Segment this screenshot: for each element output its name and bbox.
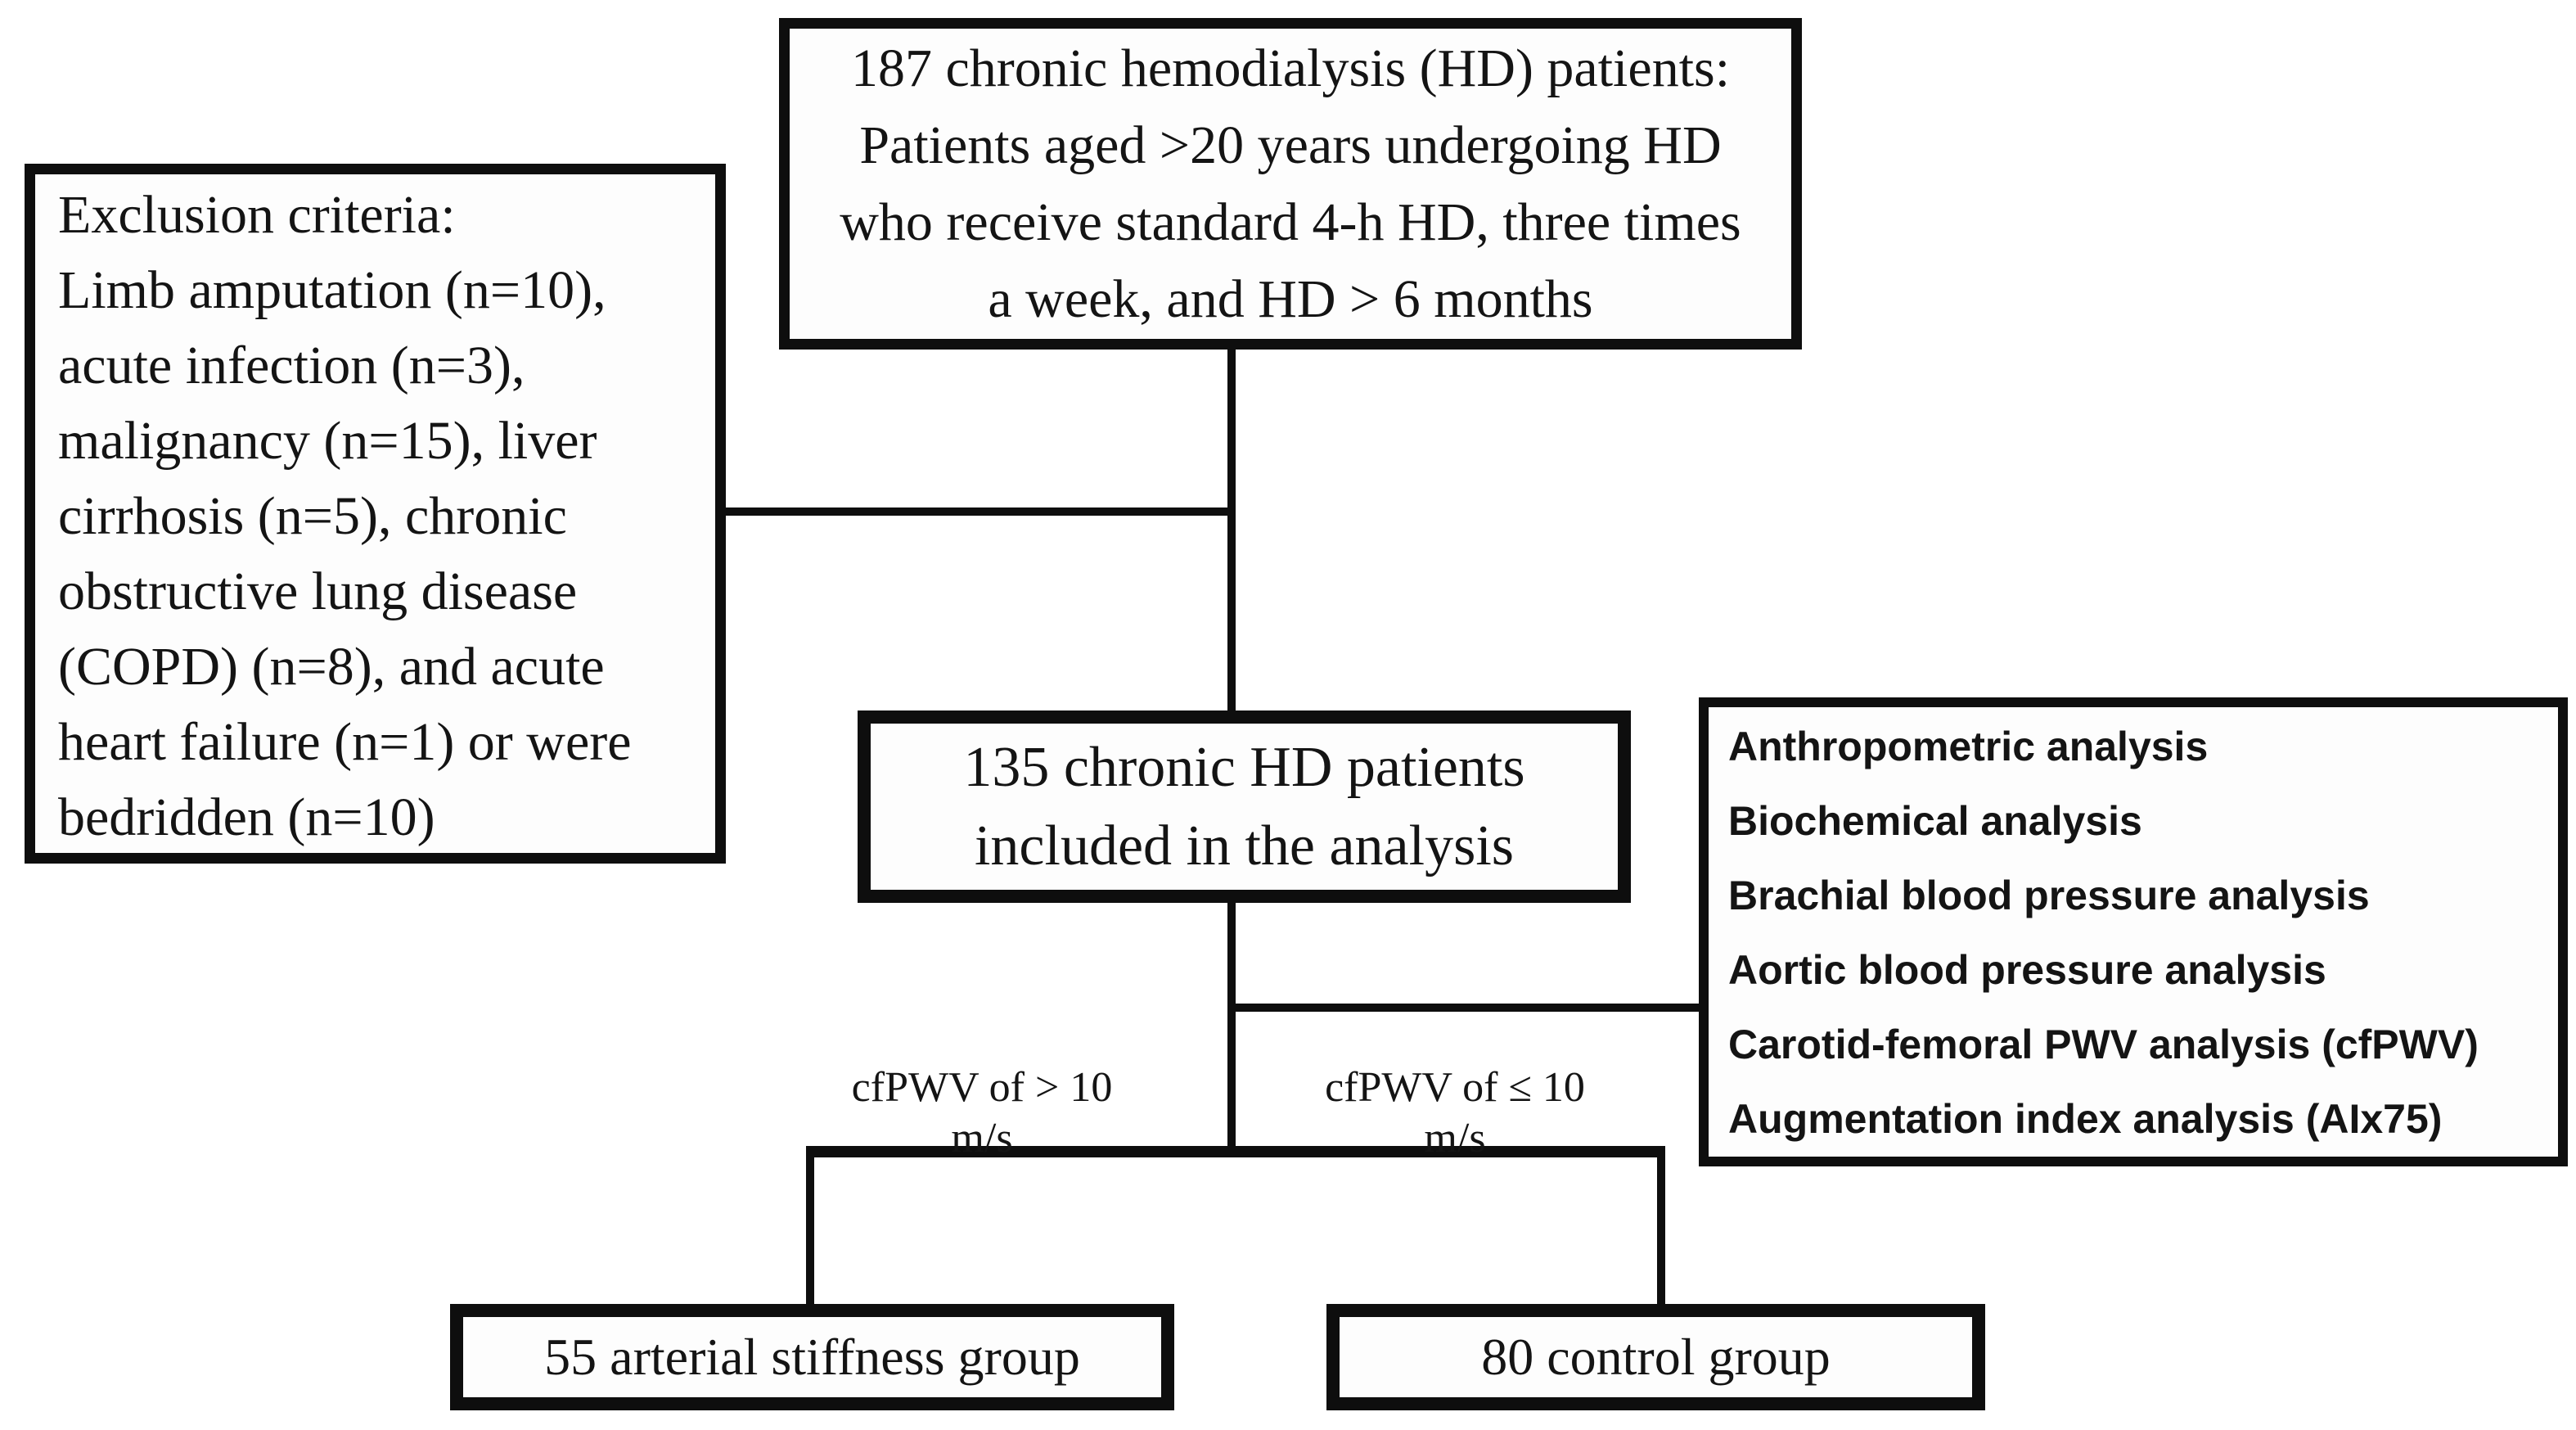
branch-label-cfpwv-lessequal: cfPWV of ≤ 10 m/s xyxy=(1325,1064,1585,1162)
node-line: Brachial blood pressure analysis xyxy=(1728,873,2370,918)
connector-includedbox-to-split xyxy=(1227,899,1236,1154)
node-line: 135 chronic HD patients xyxy=(963,736,1525,799)
node-line: Carotid-femoral PWV analysis (cfPWV) xyxy=(1728,1022,2479,1067)
node-line: heart failure (n=1) or were xyxy=(58,712,632,772)
node-line: included in the analysis xyxy=(974,814,1515,877)
connector-topbox-to-includedbox xyxy=(1227,345,1236,714)
node-line: (COPD) (n=8), and acute xyxy=(58,637,605,697)
node-exclusion-criteria: Exclusion criteria: Limb amputation (n=1… xyxy=(25,164,726,864)
node-line: who receive standard 4-h HD, three times xyxy=(840,192,1741,252)
node-line: Aortic blood pressure analysis xyxy=(1728,947,2326,993)
node-line: malignancy (n=15), liver xyxy=(58,411,597,471)
node-line: bedridden (n=10) xyxy=(58,787,435,847)
connector-to-stiffness-box xyxy=(806,1153,814,1308)
node-line: Limb amputation (n=10), xyxy=(58,260,606,320)
node-line: Augmentation index analysis (AIx75) xyxy=(1728,1096,2443,1142)
node-chronic-hd-patients: 187 chronic hemodialysis (HD) patients: … xyxy=(779,18,1802,350)
connector-analysisbox xyxy=(1232,1004,1702,1012)
node-analyses-performed: Anthropometric analysis Biochemical anal… xyxy=(1699,697,2568,1166)
node-line: acute infection (n=3), xyxy=(58,336,525,395)
node-line: 187 chronic hemodialysis (HD) patients: xyxy=(850,38,1731,98)
node-control-group: 80 control group xyxy=(1326,1304,1985,1410)
node-line: a week, and HD > 6 months xyxy=(988,269,1593,329)
branch-label-cfpwv-greater: cfPWV of > 10 m/s xyxy=(851,1064,1113,1162)
node-included-in-analysis: 135 chronic HD patients included in the … xyxy=(858,710,1631,903)
node-line: Anthropometric analysis xyxy=(1728,724,2209,769)
node-line: Biochemical analysis xyxy=(1728,798,2142,844)
node-line: cirrhosis (n=5), chronic xyxy=(58,486,567,546)
node-line: 55 arterial stiffness group xyxy=(544,1328,1080,1386)
node-line: obstructive lung disease xyxy=(58,562,578,621)
node-line: 80 control group xyxy=(1481,1328,1831,1386)
connector-exclusionbox xyxy=(724,507,1236,516)
connector-to-control-box xyxy=(1657,1153,1665,1308)
node-line: Patients aged >20 years undergoing HD xyxy=(859,115,1722,175)
node-arterial-stiffness-group: 55 arterial stiffness group xyxy=(450,1304,1174,1410)
connector-split-bar xyxy=(806,1146,1665,1157)
node-line: Exclusion criteria: xyxy=(58,185,456,245)
